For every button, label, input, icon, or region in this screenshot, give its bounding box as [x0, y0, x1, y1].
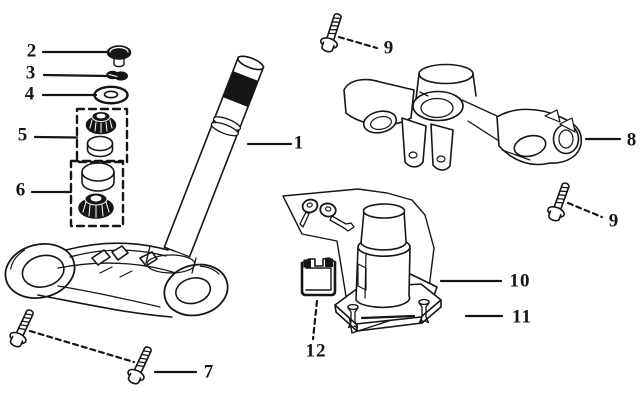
- washer-drawing: [93, 85, 129, 105]
- callout-1: 1: [293, 132, 305, 154]
- mount-bracket-drawing: [300, 257, 337, 297]
- switch-panel-outline: [282, 188, 435, 334]
- upper-triple-clamp-drawing: [343, 63, 583, 171]
- callout-8: 8: [626, 129, 638, 151]
- callout-9a: 9: [383, 37, 395, 59]
- callout-9b: 9: [608, 210, 620, 232]
- callout-2: 2: [26, 40, 38, 62]
- leader-9b-dashed: [566, 201, 604, 219]
- leader-12-dashed: [311, 299, 319, 341]
- bearing-kit-6-box: [69, 159, 125, 228]
- stem-nut-drawing: [106, 45, 132, 68]
- callout-5: 5: [17, 124, 29, 146]
- callout-11: 11: [512, 306, 532, 328]
- callout-10: 10: [509, 270, 531, 292]
- leader-7-dashed: [28, 329, 136, 364]
- keys-drawing: [299, 198, 355, 232]
- callout-7: 7: [203, 361, 215, 383]
- callout-6: 6: [15, 179, 27, 201]
- lower-bearing-drawing: [78, 162, 115, 219]
- callout-4: 4: [24, 83, 36, 105]
- callout-12: 12: [305, 340, 327, 362]
- leader-lines-solid: [30, 50, 622, 374]
- leader-5: [33, 135, 79, 139]
- lock-washer-drawing: [106, 70, 129, 81]
- callout-3: 3: [25, 62, 37, 84]
- clamp-bolt-9a: [317, 10, 348, 55]
- clamp-bolt-9b: [544, 179, 576, 224]
- leader-3: [42, 73, 109, 78]
- pinch-bolt-7b: [123, 343, 158, 388]
- pinch-bolt-7a: [5, 306, 40, 351]
- steering-stem-drawing: [163, 55, 265, 258]
- upper-bearing-drawing: [85, 111, 117, 158]
- leader-screws: [360, 314, 416, 320]
- leader-lines-dashed: [28, 35, 604, 364]
- ignition-switch-drawing: [334, 203, 442, 332]
- lower-triple-clamp-drawing: [4, 240, 229, 321]
- leader-9a-dashed: [337, 35, 379, 50]
